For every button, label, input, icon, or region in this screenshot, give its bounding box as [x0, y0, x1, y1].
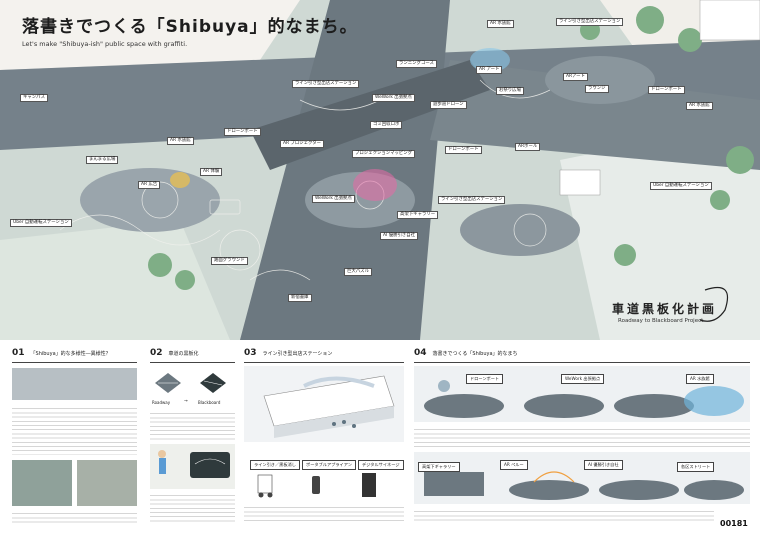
section-02-text-2: [150, 492, 235, 522]
station-building-drawing: [263, 375, 395, 438]
section-02-text: [150, 410, 235, 440]
section-01-text: [12, 405, 137, 455]
section-02-title: 車道の黒板化: [168, 351, 199, 357]
map-label: 新宿書庫: [288, 294, 312, 302]
section-04-text-2: [414, 508, 714, 524]
scene-label: 高架下ギャラリー: [418, 462, 460, 472]
map-label: AR 体験: [200, 168, 223, 176]
device-label: ライン引き／黒板消し: [250, 460, 300, 470]
map-label: AR アート: [476, 66, 503, 74]
map-label: お祭り広場: [496, 87, 524, 95]
photo-chalk-ground: [77, 460, 137, 506]
scene-label: AR 水族館: [686, 374, 714, 384]
roadway-label: Roadway: [152, 400, 171, 405]
map-label: AR 水族館: [686, 102, 713, 110]
map-label: AI 優勝引き自社: [380, 232, 419, 240]
map-label: ラウンジ: [585, 85, 609, 93]
photo-graffiti-kids: [12, 460, 72, 506]
map-label: AR 水族館: [167, 137, 194, 145]
scene-label: AR ペルー: [500, 460, 528, 470]
map-label: 高架下ギャラリー: [397, 211, 439, 219]
device-label: ポータブルアプライアン: [302, 460, 356, 470]
section-04-heading: 04 落書きでつくる「Shibuya」的なまち: [414, 348, 518, 358]
map-label: Uber 自動運転ステーション: [10, 219, 72, 227]
map-label: 路面グラウンド: [211, 257, 248, 265]
section-03-heading: 03 ライン引き型出店ステーション: [244, 348, 332, 358]
map-label: ドローンポート: [648, 86, 685, 94]
divider: [150, 362, 235, 363]
map-label: ドローンポート: [445, 146, 482, 154]
section-04-text: [414, 426, 750, 450]
map-label: ARアート: [563, 73, 588, 81]
scene-label: ドローンポート: [466, 374, 504, 384]
map-label: 遊歩道ドローン: [430, 101, 467, 109]
project-subtitle: Roadway to Blackboard Project: [618, 318, 704, 324]
blackboard-label: Blackboard: [198, 400, 221, 405]
section-01-caption-text: [12, 510, 137, 524]
crowd-photo: [12, 368, 137, 400]
page-subtitle: Let's make "Shibuya-ish" public space wi…: [22, 40, 188, 48]
map-label: ライン引き型出店ステーション: [556, 18, 624, 26]
project-title: 車道黒板化計画: [612, 302, 718, 316]
divider: [244, 362, 404, 363]
section-02-number: 02: [150, 348, 163, 358]
section-03-number: 03: [244, 348, 257, 358]
map-label: ゴミ回収ロボ: [370, 121, 403, 129]
map-label: AR プロジェクター: [280, 140, 325, 148]
section-03-text: [244, 504, 404, 524]
scene-label: AI 優勝引き自社: [584, 460, 623, 470]
section-04-title: 落書きでつくる「Shibuya」的なまち: [432, 351, 518, 357]
map-label: WeWork 出張拠点: [312, 195, 355, 203]
section-04-number: 04: [414, 348, 427, 358]
section-01-title: 「Shibuya」的な多様性―異様性？: [30, 351, 111, 357]
device-label: デジタルサイネージ: [358, 460, 404, 470]
map-label: WeWork 出張拠点: [372, 94, 415, 102]
entry-code: 00181: [720, 519, 748, 528]
map-label: キャンパス: [20, 94, 48, 102]
scene-label: WeWork 出張拠点: [561, 374, 605, 384]
section-01-number: 01: [12, 348, 25, 358]
map-label: ARボール: [515, 143, 541, 151]
scene-label: 各区ストリート: [677, 462, 715, 472]
page-title: 落書きでつくる「Shibuya」的なまち。: [22, 17, 358, 37]
map-label: Uber 自動運転ステーション: [650, 182, 712, 190]
map-label: ライン引き型出店ステーション: [292, 80, 360, 88]
chalk-worker-drawing: [158, 450, 230, 478]
map-label: ライン引き型出店ステーション: [438, 196, 506, 204]
aerial-illustration: 落書きでつくる「Shibuya」的なまち。 Let's make "Shibuy…: [0, 0, 760, 340]
scene-row-2: [414, 452, 750, 504]
divider: [414, 362, 750, 363]
map-label: ドローンポート: [224, 128, 261, 136]
scene-row-2-drawing: [424, 471, 744, 500]
scene-row-1-drawing: [424, 380, 744, 418]
section-02-heading: 02 車道の黒板化: [150, 348, 199, 358]
section-01-heading: 01 「Shibuya」的な多様性―異様性？: [12, 348, 111, 358]
aerial-map-drawing: [0, 0, 760, 340]
section-03-title: ライン引き型出店ステーション: [262, 351, 333, 357]
divider: [12, 362, 137, 363]
road-to-blackboard-diagram: [155, 373, 226, 393]
map-label: 巨大パズル: [344, 268, 372, 276]
chalk-worker-illustration: [150, 444, 235, 489]
devices-drawing: [257, 473, 376, 498]
arrow: →: [184, 399, 188, 404]
map-label: ランニングコース: [396, 60, 437, 68]
map-label: まんまる広場: [86, 156, 119, 164]
map-label: AR 広告: [138, 181, 161, 189]
map-label: プロジェクションマッピング: [352, 150, 416, 158]
station-rendering: [244, 366, 404, 442]
map-label: AR 水族館: [487, 20, 514, 28]
